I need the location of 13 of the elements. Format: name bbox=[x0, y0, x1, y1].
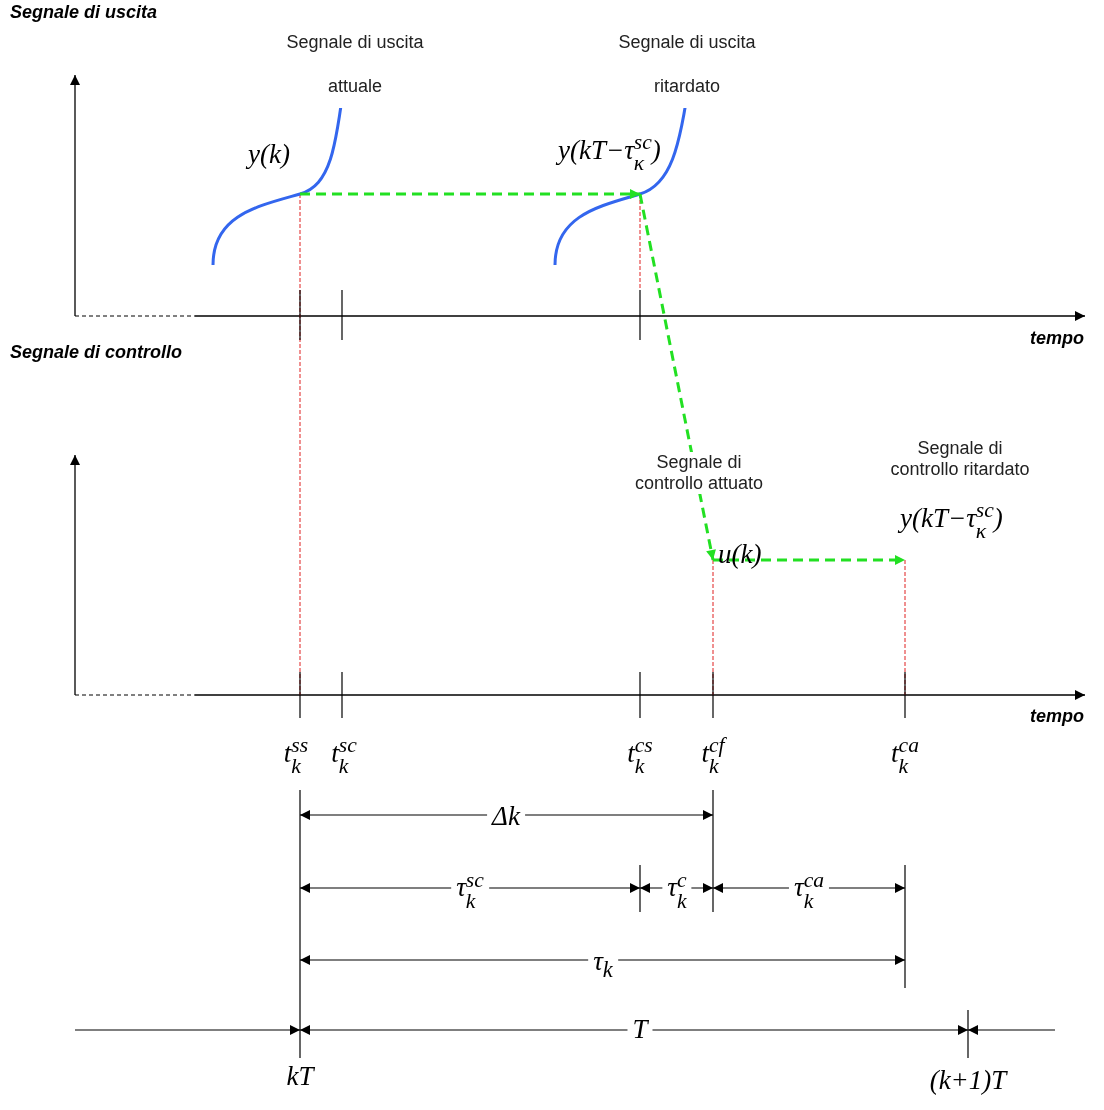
time-label: kT bbox=[286, 1062, 314, 1092]
arrow bbox=[713, 555, 905, 565]
signal-value-label: y(kT−τ$^{sc}$$_{κ}$) bbox=[900, 500, 1036, 560]
arrow bbox=[300, 189, 640, 199]
axis-title: Segnale di uscita bbox=[10, 2, 158, 23]
signal-value-label: u(k) bbox=[713, 540, 771, 580]
signal-value-label: y(k) bbox=[248, 140, 300, 194]
axis-label: tempo bbox=[1030, 328, 1084, 349]
axis-label: tempo bbox=[1030, 706, 1084, 727]
signal-value-label: y(kT−τ$^{sc}$$_{κ}$) bbox=[558, 132, 692, 194]
arrow bbox=[638, 193, 716, 561]
axis-title: Segnale di controllo bbox=[10, 342, 183, 363]
time-label: (k+1)T bbox=[929, 1066, 1007, 1096]
